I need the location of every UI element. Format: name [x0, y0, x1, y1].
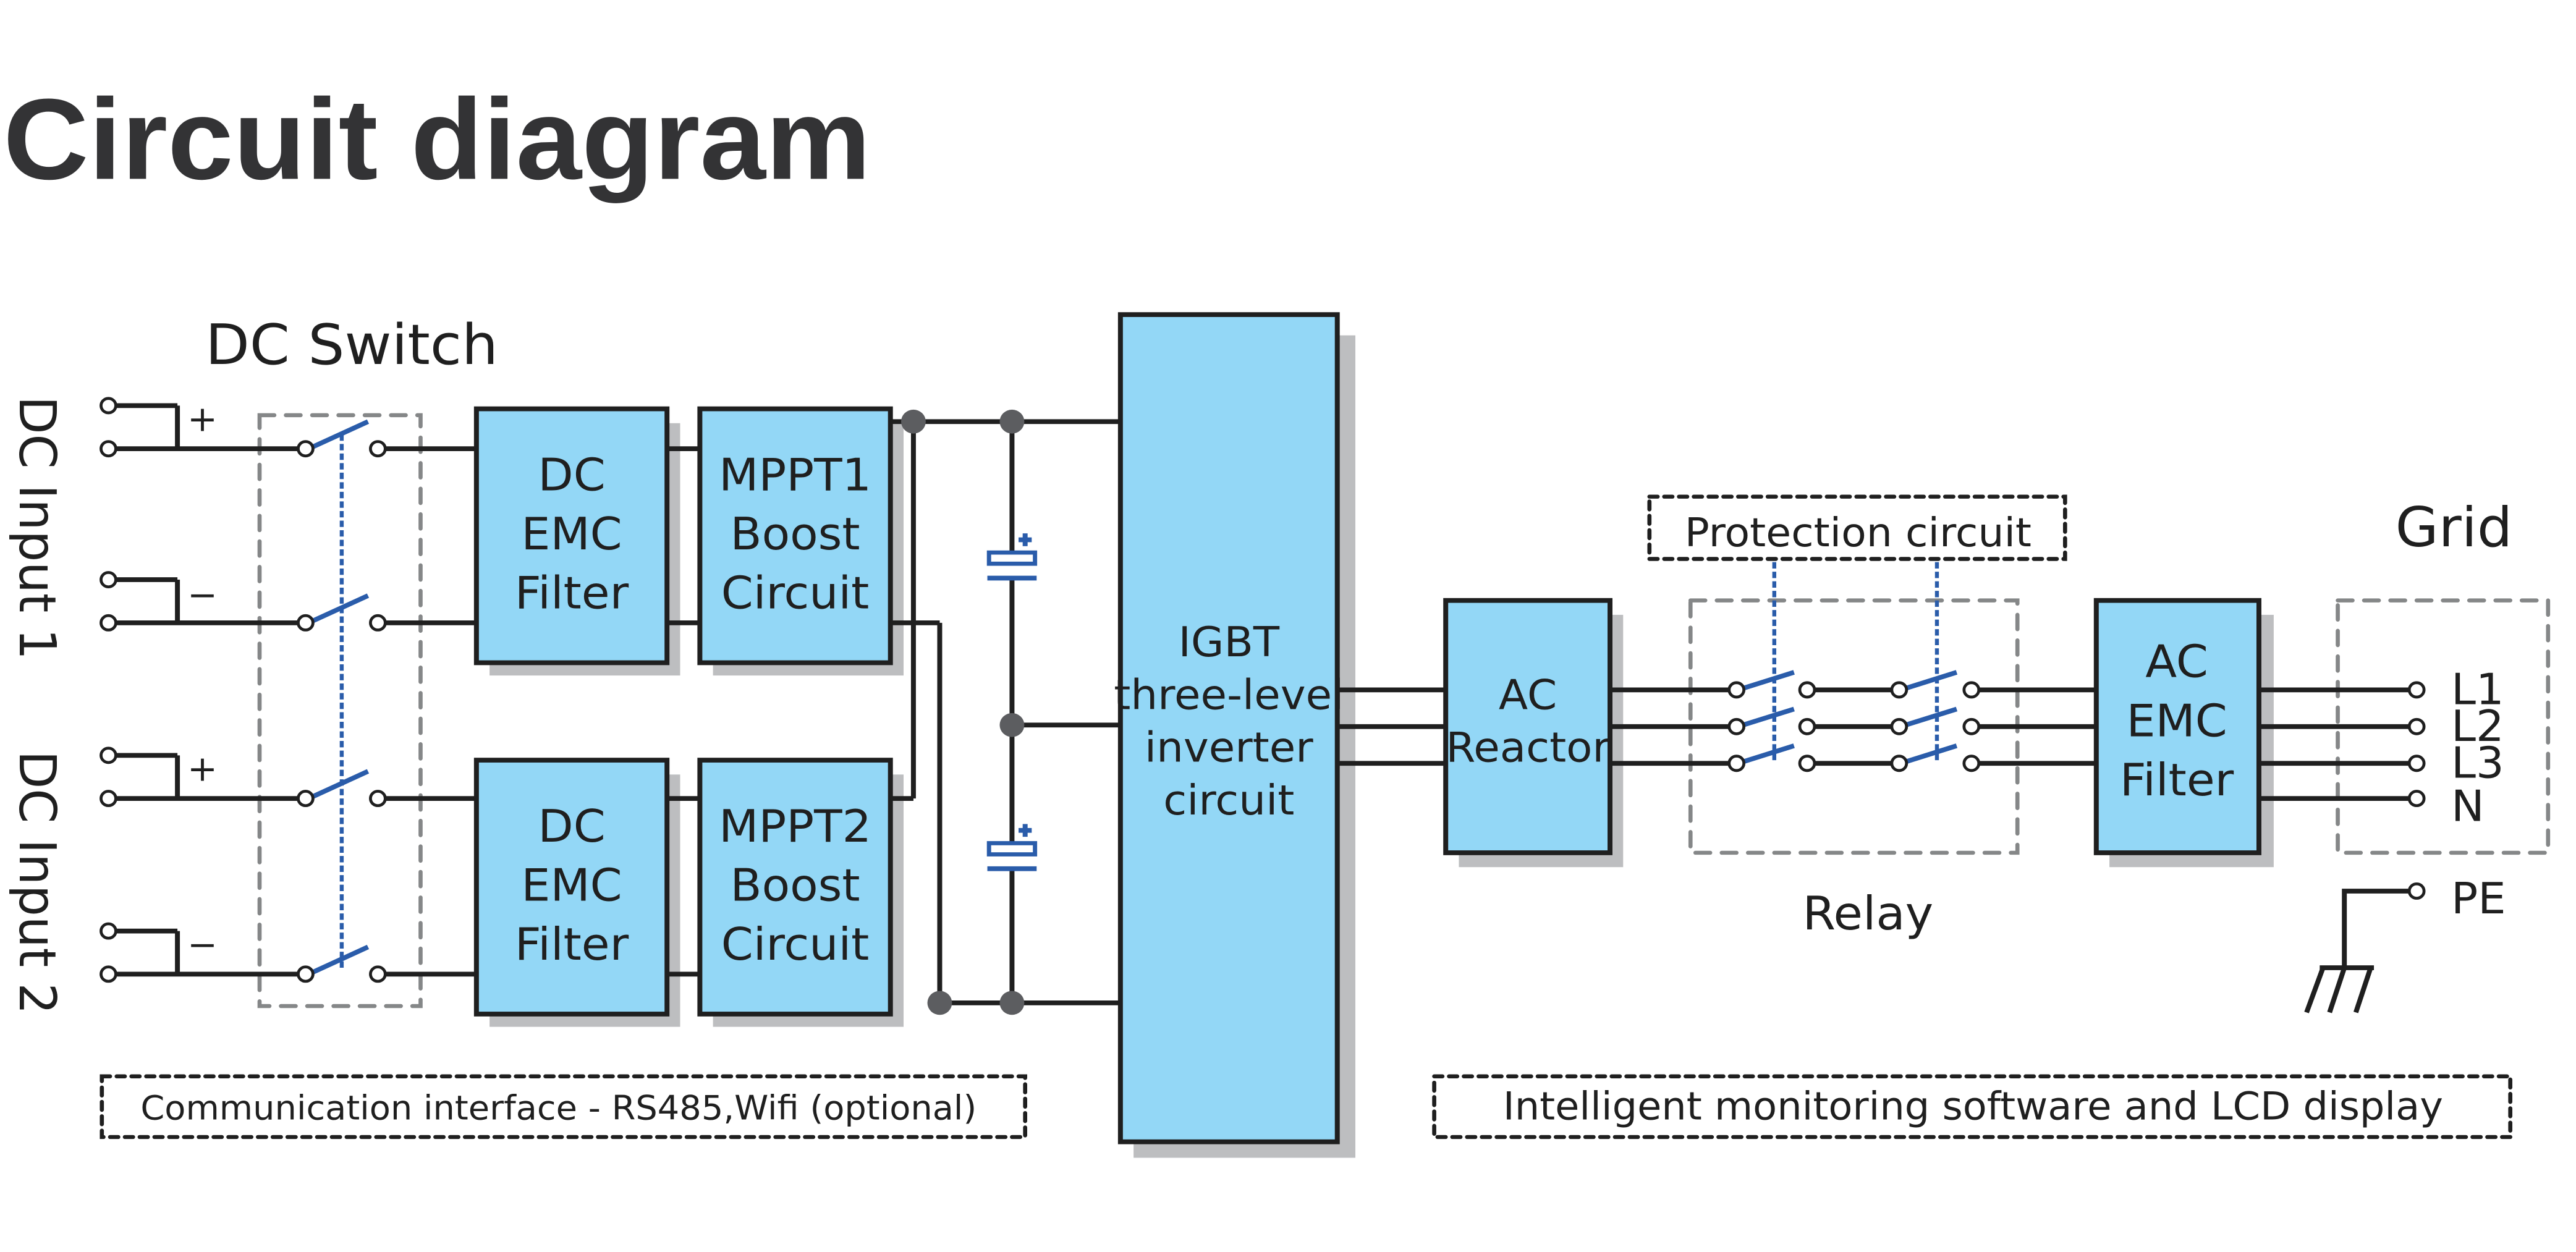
svg-text:DC: DC — [538, 449, 605, 501]
protection-circuit-box — [1647, 494, 2067, 561]
ac-three-phase-wiring-1 — [1337, 687, 1446, 766]
dc-bus-wiring — [890, 419, 1121, 1005]
svg-text:Circuit: Circuit — [721, 568, 870, 620]
minus-sign-1: − — [187, 574, 218, 615]
grid-terminal-l3: L3 — [2451, 737, 2504, 788]
dc-input-terminals — [100, 397, 117, 983]
grid-terminal-n: N — [2451, 780, 2485, 831]
relay-label: Relay — [1802, 886, 1933, 941]
monitoring-software-box — [1432, 1074, 2512, 1140]
plus-sign-2: + — [187, 748, 218, 789]
svg-text:EMC: EMC — [521, 509, 622, 560]
junction-nodes — [901, 409, 1025, 1015]
svg-text:Circuit: Circuit — [721, 919, 870, 971]
svg-text:EMC: EMC — [2126, 695, 2227, 747]
svg-text:circuit: circuit — [1163, 777, 1294, 825]
dc-input-wiring — [108, 403, 477, 977]
svg-text:Filter: Filter — [2120, 755, 2234, 806]
svg-text:Filter: Filter — [515, 568, 629, 620]
ground-icon — [2304, 882, 2426, 1013]
filter-mppt-links — [667, 446, 700, 977]
communication-interface-box — [100, 1074, 1028, 1140]
svg-text:three-level: three-level — [1114, 671, 1344, 719]
relay-contacts — [1727, 670, 1981, 772]
plus-sign-1: + — [187, 398, 218, 439]
dc-switch-enclosure — [257, 413, 423, 1009]
svg-text:Boost: Boost — [731, 509, 860, 560]
mppt2-boost-circuit: MPPT2 Boost Circuit — [697, 758, 893, 1017]
svg-text:MPPT1: MPPT1 — [719, 449, 871, 501]
capacitor-1 — [986, 533, 1038, 581]
dc-switch-label: DC Switch — [205, 312, 498, 377]
communication-interface-label: Communication interface - RS485,Wifi (op… — [140, 1088, 977, 1127]
svg-text:EMC: EMC — [521, 860, 622, 912]
svg-text:Boost: Boost — [731, 860, 860, 912]
minus-sign-2: − — [187, 924, 218, 965]
protection-circuit-label: Protection circuit — [1685, 510, 2032, 556]
grid-terminal-l2: L2 — [2451, 701, 2504, 751]
svg-text:inverter: inverter — [1145, 724, 1314, 772]
ac-emc-filter-block: AC EMC Filter — [2093, 598, 2261, 855]
pe-label: PE — [2451, 873, 2506, 924]
svg-text:AC: AC — [2145, 637, 2208, 688]
capacitor-2 — [986, 824, 1038, 871]
svg-text:MPPT2: MPPT2 — [719, 801, 871, 853]
grid-enclosure — [2336, 598, 2551, 855]
page-title: Circuit diagram — [3, 75, 871, 203]
svg-text:IGBT: IGBT — [1179, 619, 1280, 667]
igbt-inverter-block: IGBT three-level inverter circuit — [1114, 312, 1344, 1144]
svg-text:Filter: Filter — [515, 919, 629, 971]
svg-text:Reactor: Reactor — [1446, 724, 1611, 772]
dc-emc-filter-2: DC EMC Filter — [473, 758, 670, 1017]
monitoring-software-label: Intelligent monitoring software and LCD … — [1503, 1084, 2443, 1128]
ac-reactor-block: AC Reactor — [1443, 598, 1612, 855]
dc-input-2-label: DC Input 2 — [7, 751, 66, 1015]
dc-switch-contacts — [297, 419, 387, 983]
relay-wiring — [1610, 687, 2096, 766]
grid-label: Grid — [2396, 496, 2513, 560]
mppt1-boost-circuit: MPPT1 Boost Circuit — [697, 406, 893, 666]
grid-terminal-l1: L1 — [2451, 664, 2504, 715]
svg-text:DC: DC — [538, 801, 605, 853]
grid-wiring — [2258, 681, 2426, 808]
dc-emc-filter-1: DC EMC Filter — [473, 406, 670, 666]
svg-text:AC: AC — [1499, 671, 1557, 719]
dc-input-1-label: DC Input 1 — [7, 396, 66, 660]
